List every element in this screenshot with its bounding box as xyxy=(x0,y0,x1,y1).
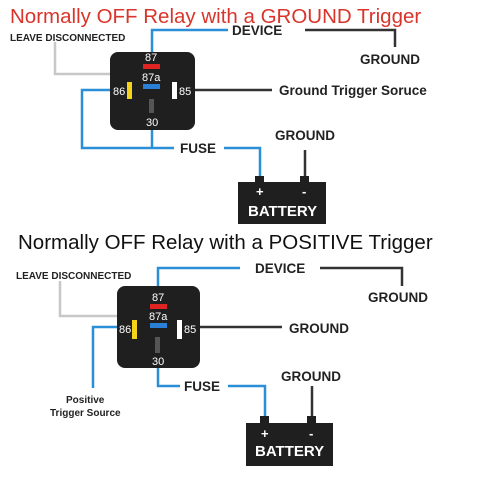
bottom-pin-86-label: 86 xyxy=(119,324,131,336)
top-wire-device-ground xyxy=(305,28,397,47)
top-pin-87 xyxy=(143,64,160,69)
bottom-trigger-label-2: Trigger Source xyxy=(50,408,121,419)
bottom-ground-battery: GROUND xyxy=(281,369,341,384)
top-ground-device: GROUND xyxy=(360,52,420,67)
bottom-battery-terminal-plus xyxy=(260,416,269,424)
top-leave-disconnected: LEAVE DISCONNECTED xyxy=(10,33,125,44)
top-wire-87-device xyxy=(150,28,228,52)
bottom-wire-87-device xyxy=(156,266,240,286)
bottom-pin-30 xyxy=(155,337,160,353)
bottom-pin-87a xyxy=(150,323,167,328)
bottom-wires xyxy=(58,266,404,420)
top-device-label: DEVICE xyxy=(232,23,282,38)
top-fuse-label: FUSE xyxy=(180,141,216,156)
top-wire-87a-gray xyxy=(53,42,132,76)
bottom-pin-87-label: 87 xyxy=(152,292,164,304)
top-trigger-label: Ground Trigger Soruce xyxy=(279,83,427,98)
bottom-pin-87 xyxy=(150,304,167,309)
top-pin-87-label: 87 xyxy=(145,52,157,64)
top-battery-minus: - xyxy=(302,184,306,199)
top-pin-86-label: 86 xyxy=(113,86,125,98)
bottom-battery-minus: - xyxy=(309,426,313,441)
bottom-fuse-label: FUSE xyxy=(184,379,220,394)
top-wire-fuse-battery xyxy=(224,146,262,180)
bottom-pin-86 xyxy=(132,320,137,339)
bottom-pin-85-label: 85 xyxy=(184,324,196,336)
top-battery-label: BATTERY xyxy=(248,203,317,220)
top-pin-86 xyxy=(127,82,132,99)
top-battery-terminal-plus xyxy=(255,176,264,183)
bottom-title: Normally OFF Relay with a POSITIVE Trigg… xyxy=(18,231,433,254)
bottom-wire-86-trigger xyxy=(91,325,117,388)
top-battery-terminal-minus xyxy=(300,176,309,183)
bottom-ground-device: GROUND xyxy=(368,290,428,305)
top-pin-30 xyxy=(149,99,154,113)
bottom-battery-terminal-minus xyxy=(307,416,316,424)
bottom-wire-device-ground xyxy=(320,266,404,286)
top-pin-85-label: 85 xyxy=(179,86,191,98)
top-pin-85 xyxy=(172,82,177,99)
top-pin-87a xyxy=(143,84,160,89)
top-battery xyxy=(238,182,326,224)
bottom-wire-87a-gray xyxy=(58,281,140,318)
bottom-trigger-label-1: Positive xyxy=(66,395,105,406)
bottom-battery xyxy=(246,423,333,466)
top-wire-86-fuse xyxy=(80,88,174,150)
top-battery-plus: + xyxy=(256,184,264,199)
bottom-leave-disconnected: LEAVE DISCONNECTED xyxy=(16,271,131,282)
bottom-device-label: DEVICE xyxy=(255,261,305,276)
top-title: Normally OFF Relay with a GROUND Trigger xyxy=(10,5,421,28)
bottom-wire-fuse-battery xyxy=(228,384,267,420)
bottom-ground-85: GROUND xyxy=(289,321,349,336)
bottom-pin-30-label: 30 xyxy=(152,356,164,368)
top-pin-30-label: 30 xyxy=(146,117,158,129)
top-pin-87a-label: 87a xyxy=(142,72,161,84)
bottom-pin-87a-label: 87a xyxy=(149,311,168,323)
top-wires xyxy=(53,28,397,180)
bottom-wire-30-fuse xyxy=(156,368,180,388)
bottom-pin-85 xyxy=(177,320,182,339)
top-ground-battery: GROUND xyxy=(275,128,335,143)
bottom-battery-plus: + xyxy=(261,426,269,441)
top-relay-body xyxy=(110,52,195,130)
bottom-battery-label: BATTERY xyxy=(255,443,324,460)
